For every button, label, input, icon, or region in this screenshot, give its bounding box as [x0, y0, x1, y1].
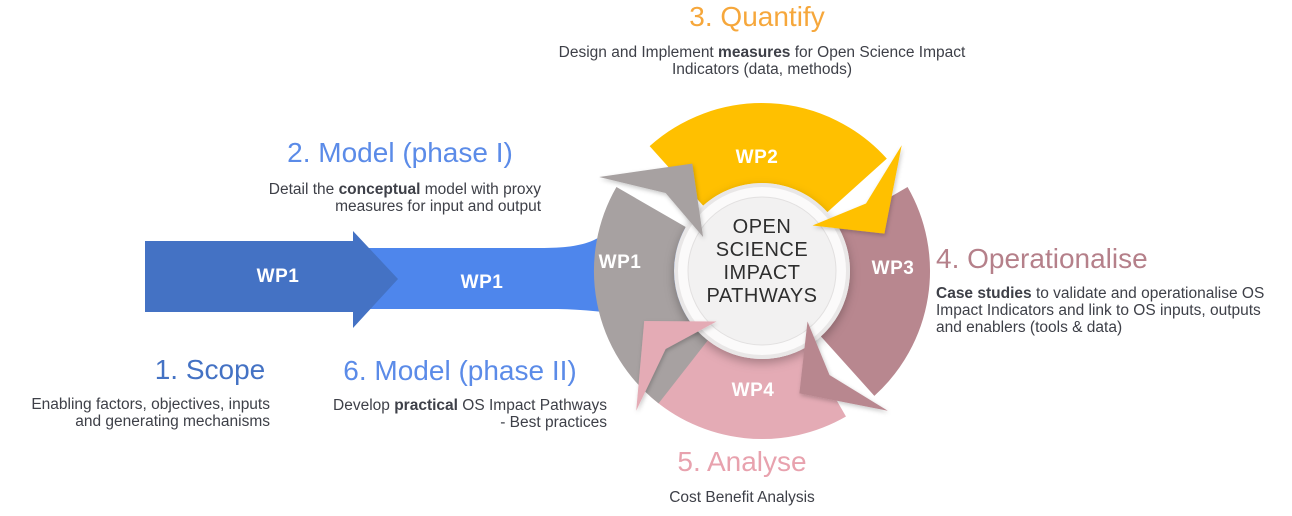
operationalise-desc-post: to validate and operationalise OS Impact…: [936, 285, 1265, 336]
quantify-desc-bold: measures: [718, 44, 791, 61]
step-model2-title: 6. Model (phase II): [343, 355, 577, 386]
flow-arrow2-label: WP1: [460, 272, 504, 293]
model1-desc-pre: Detail the: [268, 181, 339, 198]
model2-desc-post: OS Impact Pathways: [457, 397, 607, 414]
model2-desc-line2: - Best practices: [500, 414, 607, 431]
quantify-desc-pre: Design and Implement: [558, 44, 719, 61]
cycle-label-wp1: WP1: [598, 252, 642, 273]
cycle-arc-wp1: [593, 187, 709, 404]
center-line-2: SCIENCE: [715, 239, 809, 261]
step-model1-title: 2. Model (phase I): [287, 137, 513, 168]
step-analyse-title: 5. Analyse: [677, 446, 807, 477]
center-line-1: OPEN: [732, 216, 792, 238]
scope-desc-pre: Enabling factors, objectives, inputs and…: [31, 396, 270, 430]
cycle-label-wp2: WP2: [735, 147, 779, 168]
step-analyse-desc: Cost Benefit Analysis: [617, 489, 867, 506]
model1-desc-bold: conceptual: [338, 181, 421, 198]
center-line-4: PATHWAYS: [706, 285, 818, 307]
step-scope-desc: Enabling factors, objectives, inputs and…: [25, 396, 270, 430]
model2-desc-pre: Develop: [333, 397, 395, 414]
model2-desc-bold: practical: [394, 397, 458, 414]
center-circle-text: OPEN SCIENCE IMPACT PATHWAYS: [662, 216, 862, 308]
operationalise-desc-bold: Case studies: [936, 285, 1032, 302]
step-scope-title: 1. Scope: [154, 354, 266, 385]
cycle-arrowhead-wp2: [812, 145, 902, 234]
flow-arrow1-label: WP1: [256, 266, 300, 287]
step-operationalise-title: 4. Operationalise: [936, 243, 1148, 274]
cycle-label-wp4: WP4: [731, 380, 775, 401]
center-circle: [687, 196, 837, 346]
model1-desc-post: model with proxy measures for input and …: [335, 181, 541, 215]
cycle-arrowhead-wp3: [799, 321, 888, 411]
analyse-desc-pre: Cost Benefit Analysis: [669, 489, 815, 506]
quantify-desc-post: for Open Science Impact Indicators (data…: [671, 44, 966, 78]
cycle-label-wp3: WP3: [871, 258, 915, 279]
step-quantify-desc: Design and Implement measures for Open S…: [542, 44, 982, 78]
center-line-3: IMPACT: [723, 262, 801, 284]
cycle-arrowhead-wp4: [636, 321, 717, 411]
cycle-arc-wp2: [649, 103, 887, 214]
step-quantify-title: 3. Quantify: [689, 1, 825, 32]
step-operationalise-desc: Case studies to validate and operational…: [936, 285, 1281, 336]
cycle-arrowhead-wp1: [599, 163, 704, 237]
step-model2-desc: Develop practical OS Impact Pathways - B…: [307, 397, 607, 431]
flow-arrow-dark-blue: [145, 231, 398, 328]
step-model1-desc: Detail the conceptual model with proxy m…: [241, 181, 541, 215]
